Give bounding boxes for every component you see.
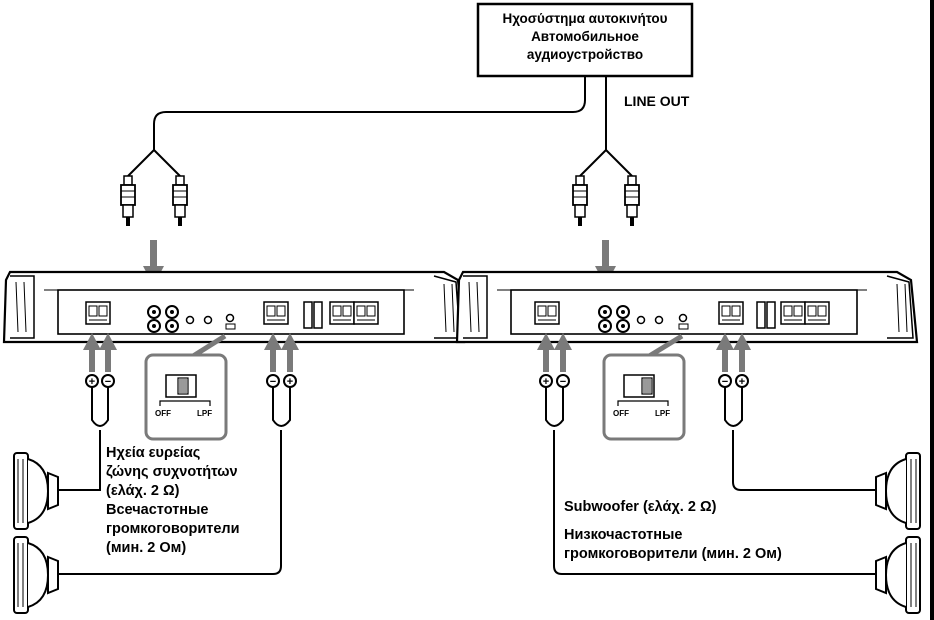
svg-text:−: − xyxy=(270,376,276,388)
rca-plug-left-2 xyxy=(172,175,188,227)
fullrange-speakers-label: Ηχεία ευρείας ζώνης συχνοτήτων (ελάχ. 2 … xyxy=(106,444,240,558)
polarity-markers: + − − + + − − + xyxy=(85,374,749,388)
head-unit-line1: Ηχοσύστημα αυτοκινήτου xyxy=(502,11,668,26)
fullrange-greek-line3: (ελάχ. 2 Ω) xyxy=(106,483,180,499)
right-y-split xyxy=(579,149,633,177)
speaker-wires xyxy=(58,387,876,575)
left-switch-off-label: OFF xyxy=(155,409,171,418)
right-switch-off-label: OFF xyxy=(613,409,629,418)
left-amp-speaker-terminal-b xyxy=(263,301,289,325)
subwoofer-greek-label: Subwoofer (ελάχ. 2 Ω) xyxy=(564,499,717,515)
subwoofer-speaker-top xyxy=(875,452,921,530)
left-rca-cable xyxy=(153,76,586,150)
right-lpf-switch: OFF LPF xyxy=(613,374,670,418)
svg-text:−: − xyxy=(105,376,111,388)
fullrange-greek-line2: ζώνης συχνοτήτων xyxy=(106,464,238,480)
svg-text:+: + xyxy=(287,376,293,388)
subwoofer-russian-label: Низкочастотные громкоговорители (мин. 2 … xyxy=(564,526,782,564)
fullrange-greek-line1: Ηχεία ευρείας xyxy=(106,445,201,461)
svg-text:−: − xyxy=(560,376,566,388)
subwoofer-russian-line1: Низкочастотные xyxy=(564,527,683,543)
amplifier-right xyxy=(455,270,919,344)
svg-text:−: − xyxy=(722,376,728,388)
head-unit-box xyxy=(476,2,694,78)
right-switch-lpf-label: LPF xyxy=(655,409,670,418)
left-lpf-switch: OFF LPF xyxy=(155,374,212,418)
right-amp-speaker-terminal-b xyxy=(718,301,744,325)
right-amp-terminal-arrows xyxy=(537,333,751,372)
head-unit-line2: Автомобильное xyxy=(531,29,639,44)
fullrange-speaker-bottom xyxy=(13,536,59,614)
left-amp-terminal-arrows xyxy=(83,333,299,372)
page-edge-bar xyxy=(930,0,934,620)
rca-plug-right-2 xyxy=(624,175,640,227)
fullrange-russian-line1: Всечастотные xyxy=(106,502,209,518)
head-unit-label: Ηχοσύστημα αυτοκινήτου Автомобильное ауд… xyxy=(478,10,692,64)
rca-plug-right-1 xyxy=(572,175,588,227)
rca-plug-left-1 xyxy=(120,175,136,227)
svg-text:+: + xyxy=(89,376,95,388)
subwoofer-russian-line2: громкоговорители (мин. 2 Ом) xyxy=(564,546,782,562)
left-y-split xyxy=(127,149,181,177)
svg-text:+: + xyxy=(543,376,549,388)
left-amp-power-terminal xyxy=(329,301,355,325)
line-out-label: LINE OUT xyxy=(624,93,690,109)
head-unit-line3: аудиоустройство xyxy=(526,47,644,62)
left-amp-speaker-terminal-a xyxy=(85,301,111,325)
amplifier-left xyxy=(2,270,466,344)
right-amp-speaker-terminal-a xyxy=(534,301,560,325)
left-switch-lpf-label: LPF xyxy=(197,409,212,418)
right-amp-power-terminal xyxy=(780,301,806,325)
subwoofer-speaker-bottom xyxy=(875,536,921,614)
fullrange-russian-line3: (мин. 2 Ом) xyxy=(106,540,187,556)
fullrange-speaker-top xyxy=(13,452,59,530)
fullrange-russian-line2: громкоговорители xyxy=(106,521,240,537)
svg-text:+: + xyxy=(739,376,745,388)
